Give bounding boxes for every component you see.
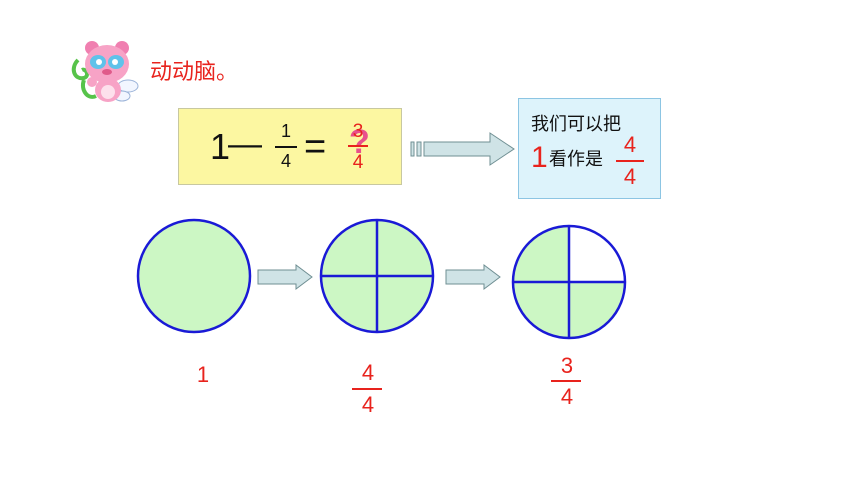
circle-3-label-denominator: 4 xyxy=(560,384,574,409)
circle-1-label: 1 xyxy=(196,362,210,387)
equation-fraction-numerator: 1 xyxy=(280,121,291,141)
small-arrow-icon xyxy=(445,264,501,290)
equation-minus: — xyxy=(228,125,262,163)
info-fraction-numerator: 4 xyxy=(623,132,637,157)
whole-circle xyxy=(136,218,252,334)
circle-2-label-denominator: 4 xyxy=(361,392,375,417)
equation-fraction-denominator: 4 xyxy=(280,151,291,171)
equation-one: 1 xyxy=(210,126,231,167)
quartered-circle-full xyxy=(319,218,435,334)
info-fraction-bar xyxy=(616,160,644,162)
page-title: 动动脑。 xyxy=(150,60,239,85)
info-fraction-denominator: 4 xyxy=(623,164,637,189)
info-one: 1 xyxy=(531,141,548,174)
answer-numerator: 3 xyxy=(352,121,364,142)
answer-fraction-bar xyxy=(348,145,368,147)
info-line-1: 我们可以把 xyxy=(531,114,621,135)
equation-fraction-bar xyxy=(275,146,297,148)
equation-equals: = xyxy=(304,126,327,168)
info-box xyxy=(518,98,661,199)
right-arrow-icon xyxy=(410,132,515,166)
circle-2-label-numerator: 4 xyxy=(361,360,375,385)
circle-3-label-bar xyxy=(551,380,581,382)
info-line-2: 看作是 xyxy=(549,149,603,170)
quartered-circle-three-shaded xyxy=(511,224,627,340)
small-arrow-icon xyxy=(257,264,313,290)
question-mark-icon: ? xyxy=(349,123,370,161)
circle-3-label-numerator: 3 xyxy=(560,353,574,378)
circle-2-label-bar xyxy=(352,388,382,390)
answer-denominator: 4 xyxy=(352,152,364,173)
panda-mascot-icon xyxy=(71,41,139,102)
